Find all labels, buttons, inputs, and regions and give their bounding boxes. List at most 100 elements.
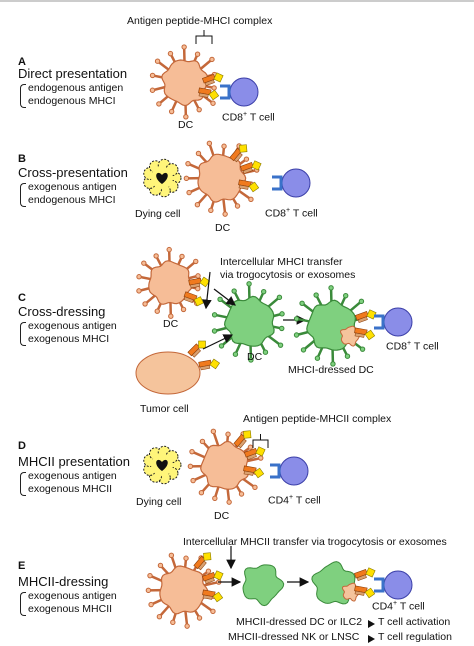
- tcell-name: CD4: [268, 494, 290, 507]
- dendrite-tip: [211, 312, 218, 318]
- panel-e-tcell-label: CD4+ T cell: [372, 600, 425, 613]
- dendrite-tip: [212, 495, 218, 502]
- dendrite-tip: [168, 313, 174, 319]
- dendrite-tip: [343, 292, 349, 299]
- antigen-peptide: [198, 340, 206, 349]
- dendrite-tip: [136, 288, 142, 294]
- panel-c-tcell-label: CD8+ T cell: [386, 340, 439, 353]
- panel-d-mhcii-complex-2: [243, 465, 265, 479]
- panel-d-dc-label: DC: [214, 510, 230, 522]
- panel-d-detail-1: exogenous antigen: [28, 470, 117, 482]
- panel-e-dressed-mhcii-complex: [353, 567, 376, 581]
- dendrite-tip: [149, 72, 156, 79]
- mhc-chain: [197, 560, 207, 571]
- dendrite-tip: [248, 196, 254, 203]
- dendrite-tip: [154, 58, 161, 64]
- mhc-chain: [354, 590, 365, 596]
- mhc-chain: [202, 594, 213, 600]
- dendrite-tip: [157, 562, 164, 569]
- antigen-peptide: [364, 587, 376, 599]
- tcr-receptor: [270, 463, 281, 479]
- dendrite-spike: [212, 430, 221, 449]
- dendrite-tip: [156, 101, 162, 107]
- mhc-chain: [238, 184, 249, 190]
- dendrite-tip: [193, 258, 199, 265]
- panel-d-complex-bracket: [252, 434, 269, 448]
- panel-a-letter: A: [18, 56, 26, 68]
- dendrite-tip: [277, 342, 284, 348]
- dendrite-tip: [210, 100, 216, 106]
- dendrite-tip: [168, 108, 175, 115]
- dendrite-tip: [247, 444, 254, 450]
- dendrite-tip: [187, 463, 194, 470]
- panel-e-transfer-label: Intercellular MHCII transfer via trogocy…: [183, 536, 447, 548]
- panel-a-title: Direct presentation: [18, 66, 128, 81]
- cell-body: [148, 260, 194, 305]
- panel-e-activation-arrow: [368, 620, 375, 628]
- dendrite-tip: [261, 288, 267, 295]
- panel-e-mhcii-complex: [201, 570, 224, 584]
- panel-b-mhc-complex-3: [229, 144, 248, 163]
- tcell-sup: +: [393, 600, 398, 607]
- panel-b-detail-2: endogenous MHCI: [28, 194, 116, 206]
- panel-a-brace: [20, 84, 26, 108]
- tcell-suffix: T cell: [247, 111, 275, 124]
- dendrite-tip: [238, 491, 245, 497]
- panel-a-tcell: [220, 77, 259, 107]
- dendrite-tip: [231, 288, 237, 294]
- antigen-peptide: [208, 89, 220, 101]
- panel-a-mhc-complex-2: [198, 87, 220, 101]
- antigen-peptide: [365, 567, 376, 578]
- panel-a-detail-2: endogenous MHCI: [28, 95, 116, 107]
- dendrite-tip: [194, 202, 201, 208]
- dendrite-tip: [314, 355, 321, 361]
- panel-d-brace: [20, 472, 26, 496]
- nucleus-fragment: [156, 172, 168, 184]
- panel-c-transfer-label-2: via trogocytosis or exosomes: [220, 269, 356, 281]
- mhc-chain: [191, 348, 201, 358]
- mhc-chain: [357, 316, 368, 323]
- dendrite-tip: [196, 615, 203, 621]
- panel-c-dressed-mhc-complex-2: [354, 327, 376, 341]
- tcr-receptor: [374, 314, 385, 330]
- mhc-chain: [237, 438, 247, 449]
- panel-b-mhc-complex-2: [238, 179, 260, 193]
- dendrite-tip: [136, 274, 142, 280]
- mhc-chain: [242, 167, 253, 174]
- dendrite-tip: [206, 140, 213, 147]
- panel-b-dendritic-cell: [183, 140, 260, 217]
- dendrite-tip: [170, 619, 176, 626]
- panel-a-tcell-label: CD8+ T cell: [222, 111, 275, 124]
- panel-c-dc-mid-label: DC: [247, 351, 263, 363]
- dendrite-tip: [279, 311, 285, 317]
- panel-e-tcell: [374, 570, 413, 600]
- tcr-receptor: [220, 84, 231, 100]
- panel-c-brace: [20, 322, 26, 346]
- nucleus-fragment: [156, 459, 168, 471]
- tcell-sup: +: [243, 111, 248, 118]
- panel-c-transfer-pointer: [202, 271, 212, 310]
- panel-e-recipient-cell: [242, 564, 285, 607]
- panel-b-detail-1: exogenous antigen: [28, 181, 117, 193]
- dendrite-tip: [209, 56, 215, 63]
- panel-e-result-1-right: T cell activation: [378, 616, 451, 628]
- tcell-body: [383, 570, 413, 600]
- tcell-name: CD8: [222, 111, 244, 124]
- antigen-peptide: [213, 570, 224, 581]
- dendrite-tip: [186, 189, 192, 196]
- dendrite-tip: [232, 351, 239, 357]
- dendrite-tip: [211, 85, 217, 91]
- tcell-suffix: T cell: [290, 207, 318, 220]
- mhc-chain: [354, 332, 365, 338]
- panel-c-dressed-mhc-complex: [354, 309, 377, 323]
- panel-e-title: MHCII-dressing: [18, 574, 109, 589]
- dendrite-tip: [183, 175, 190, 182]
- cell-body: [159, 565, 209, 615]
- dendrite-tip: [180, 306, 187, 313]
- panel-e-regulation-arrow: [368, 635, 375, 643]
- panel-b-dying-cell: [143, 158, 182, 198]
- tcell-sup: +: [289, 494, 294, 501]
- antigen-peptide: [243, 430, 252, 439]
- dendrite-tip: [183, 555, 189, 561]
- dendrite-tip: [279, 325, 285, 332]
